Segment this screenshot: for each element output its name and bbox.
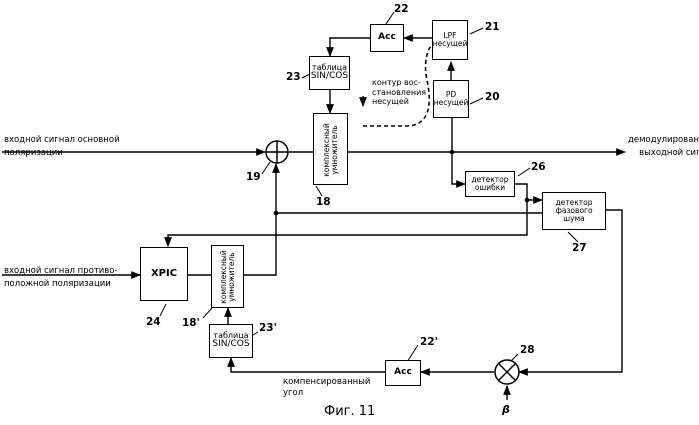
ref-27: 27 xyxy=(572,243,587,254)
beta-label: β xyxy=(502,404,510,415)
sin-cos-table-bottom: таблица SIN/COS xyxy=(209,324,253,358)
adder-symbol xyxy=(266,141,288,163)
output-label: демодулированный выходной сигнал xyxy=(628,135,699,158)
complex-multiplier-bottom: комплексный умножитель xyxy=(211,245,244,308)
ref-28: 28 xyxy=(520,345,535,356)
sin-cos-table-top: таблица SIN/COS xyxy=(309,56,350,90)
complex-multiplier-top: комплексный умножитель xyxy=(313,113,348,185)
compensated-angle-label: компенсированный угол xyxy=(283,377,370,398)
accumulator-top: Acc xyxy=(370,24,404,52)
phase-noise-detector: детектор фазового шума xyxy=(542,192,606,230)
ref-23: 23 xyxy=(286,72,301,83)
multiplier-symbol xyxy=(495,360,519,384)
ref-21: 21 xyxy=(485,22,500,33)
figure-caption: Фиг. 11 xyxy=(324,404,375,419)
input-main-label: входной сигнал основной поляризации xyxy=(4,135,120,158)
ref-18: 18 xyxy=(316,197,331,208)
input-cross-label: входной сигнал противо- положной поляриз… xyxy=(4,266,118,289)
ref-18-prime: 18' xyxy=(182,318,200,329)
ref-22-prime: 22' xyxy=(420,337,438,348)
carrier-loop-label: контур вос- становления несущей xyxy=(372,78,426,107)
carrier-phase-detector: PD несущей xyxy=(433,80,469,118)
error-detector: детектор ошибки xyxy=(465,171,515,197)
ref-26: 26 xyxy=(531,162,546,173)
ref-20: 20 xyxy=(485,92,500,103)
xpic-block: XPIC xyxy=(140,247,188,301)
carrier-lpf: LPF несущей xyxy=(432,20,468,60)
ref-23-prime: 23' xyxy=(259,323,277,334)
ref-22: 22 xyxy=(394,4,409,15)
ref-19: 19 xyxy=(246,172,261,183)
ref-24: 24 xyxy=(146,317,161,328)
accumulator-bottom: Acc xyxy=(385,360,421,386)
